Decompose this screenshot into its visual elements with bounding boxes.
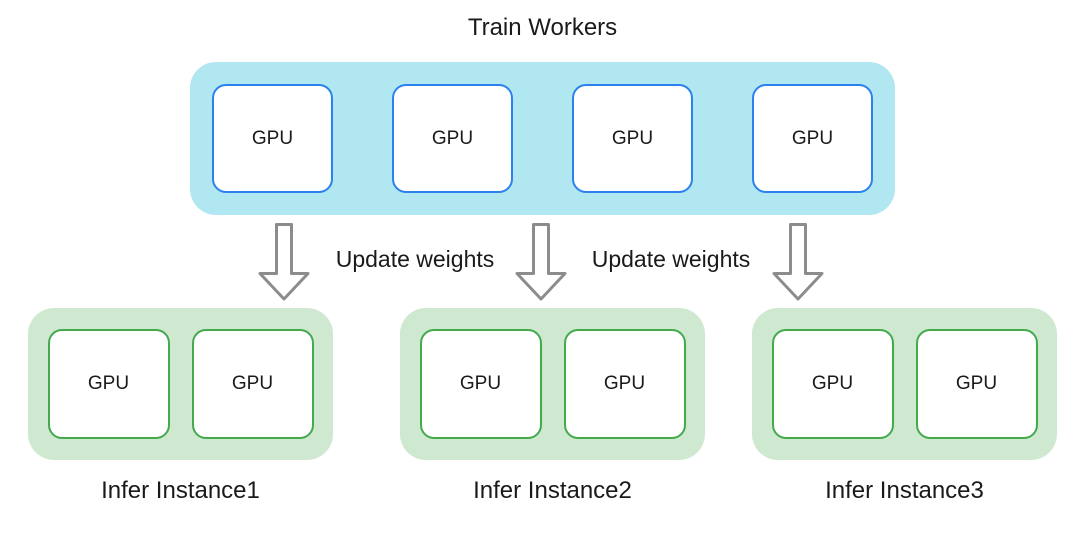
infer-gpu-box: GPU (47, 329, 170, 439)
infer-gpu-box: GPU (191, 329, 314, 439)
train-gpu-box: GPU (752, 84, 873, 193)
infer-gpu-box: GPU (771, 329, 894, 439)
down-arrow-icon (772, 223, 824, 301)
infer-instance-1-label: Infer Instance1 (101, 477, 260, 504)
gpu-label: GPU (955, 373, 998, 394)
infer-instance-2-cluster: GPU GPU (400, 308, 705, 460)
infer-instance-3-label: Infer Instance3 (825, 477, 984, 504)
infer-gpu-box: GPU (419, 329, 542, 439)
infer-instance-3-cluster: GPU GPU (752, 308, 1057, 460)
update-weights-label: Update weights (335, 246, 495, 272)
infer-instance-1-cluster: GPU GPU (28, 308, 333, 460)
train-gpu-box: GPU (392, 84, 513, 193)
gpu-label: GPU (231, 373, 274, 394)
train-workers-title: Train Workers (467, 14, 618, 41)
down-arrow-icon (258, 223, 310, 301)
gpu-label: GPU (791, 127, 834, 149)
gpu-label: GPU (459, 373, 502, 394)
infer-gpu-box: GPU (563, 329, 686, 439)
update-weights-label: Update weights (591, 246, 751, 272)
down-arrow-icon (515, 223, 567, 301)
train-gpu-box: GPU (212, 84, 333, 193)
gpu-label: GPU (603, 373, 646, 394)
gpu-label: GPU (611, 127, 654, 149)
gpu-label: GPU (811, 373, 854, 394)
infer-instance-2-label: Infer Instance2 (473, 477, 632, 504)
infer-gpu-box: GPU (915, 329, 1038, 439)
train-workers-cluster: GPU GPU GPU GPU (190, 62, 895, 215)
train-gpu-box: GPU (572, 84, 693, 193)
gpu-label: GPU (87, 373, 130, 394)
gpu-label: GPU (251, 127, 294, 149)
gpu-label: GPU (431, 127, 474, 149)
